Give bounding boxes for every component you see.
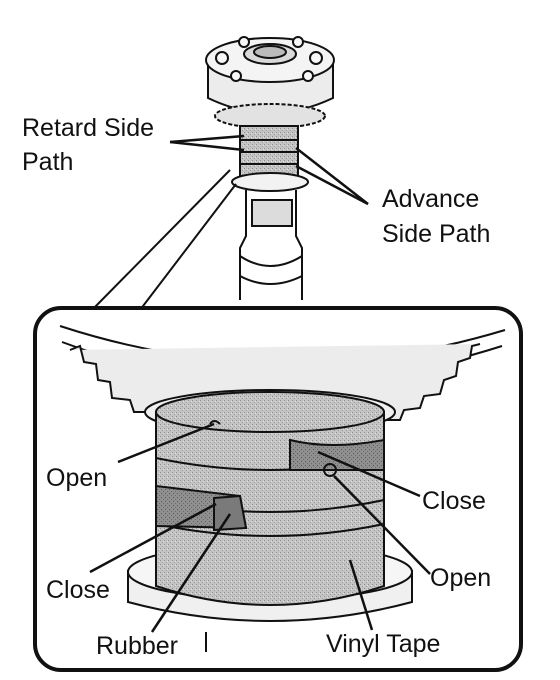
- flange-bolt: [230, 70, 242, 82]
- flange-bolt: [309, 51, 323, 65]
- label-advance-side-path-line2: Side Path: [382, 220, 491, 248]
- magnified-leader-lines: [89, 422, 431, 633]
- label-vinyl-tape: Vinyl Tape: [326, 630, 441, 658]
- label-close-right: Close: [422, 487, 486, 515]
- label-open-right: Open: [430, 564, 492, 592]
- flange-bolt: [302, 70, 314, 82]
- label-advance-side-path-line1: Advance: [382, 185, 480, 213]
- label-rubber: Rubber: [96, 632, 178, 660]
- lower-shaft: [239, 190, 303, 300]
- top-leader-lines: [169, 134, 369, 206]
- flange-bolt: [215, 51, 229, 65]
- shaft-collar: [231, 172, 309, 192]
- zoom-guide-lines: [91, 169, 237, 311]
- camshaft-assembly: [205, 36, 335, 300]
- label-retard-side-path-line2: Path: [22, 148, 74, 176]
- toothed-ring: [214, 103, 326, 129]
- flange-bolt: [238, 36, 250, 48]
- magnified-view: [59, 325, 506, 652]
- right-cutout: [289, 438, 385, 471]
- label-close-left: Close: [46, 576, 110, 604]
- label-open-left: Open: [46, 464, 108, 492]
- label-retard-side-path-line1: Retard Side: [22, 114, 155, 142]
- flange-bolt: [292, 36, 304, 48]
